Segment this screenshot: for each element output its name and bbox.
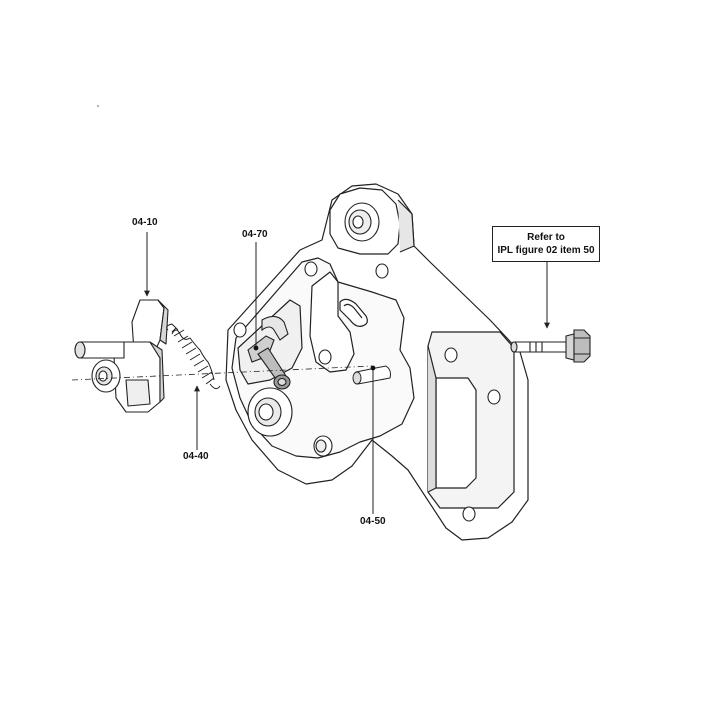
hole-upper-right <box>375 263 389 279</box>
callout-04-70: 04-70 <box>242 229 268 240</box>
leader-lines <box>144 232 550 514</box>
hole-bottom <box>462 506 476 522</box>
hole-upper-left <box>304 261 318 277</box>
pivot-boss <box>247 387 293 437</box>
stray-dot <box>97 105 99 107</box>
reference-note-line2: IPL figure 02 item 50 <box>497 245 595 256</box>
bolt-part <box>510 329 591 363</box>
lever-part <box>74 299 169 413</box>
hole-right-upper <box>444 347 458 363</box>
callout-04-10: 04-10 <box>132 217 158 228</box>
hole-left <box>233 322 247 338</box>
hole-center <box>318 349 332 365</box>
plate-holes <box>233 202 501 522</box>
callout-04-40: 04-40 <box>183 451 209 462</box>
hole-right-lower <box>487 389 501 405</box>
spring-clip-part <box>247 315 291 390</box>
coil-spring-part <box>166 323 221 390</box>
reference-note-line1: Refer to <box>527 232 565 243</box>
assembly-axis-line <box>71 365 373 381</box>
reference-note-box: Refer to IPL figure 02 item 50 <box>492 226 600 262</box>
callout-04-50: 04-50 <box>360 516 386 527</box>
pin-part <box>352 365 391 385</box>
